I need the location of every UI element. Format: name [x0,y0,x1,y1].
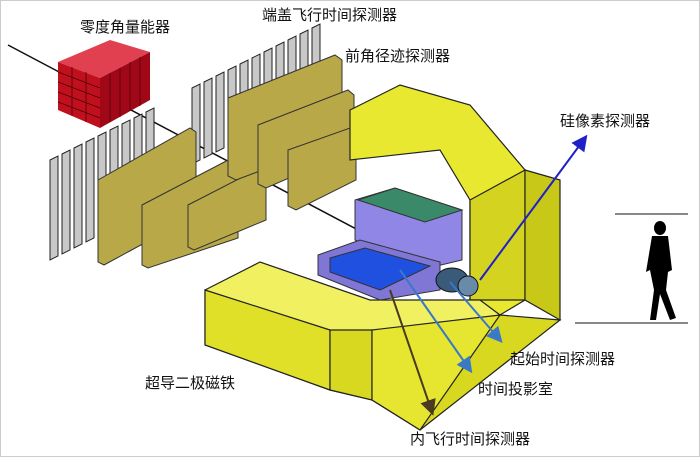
forward-tracker-plates [97,54,357,269]
human-scale-figure [575,213,688,324]
superconducting-dipole-magnet [204,84,562,431]
label-tpc: 时间投影室 [478,380,554,398]
endcap-tof-slats [49,23,321,261]
t0-arrow [449,281,503,344]
label-inner-tof: 内飞行时间探测器 [410,430,531,448]
label-magnet: 超导二极磁铁 [145,374,236,392]
tpc-arrow [399,269,473,374]
label-silicon-pixel: 硅像素探测器 [560,112,651,130]
label-start-time-detector: 起始时间探测器 [510,350,616,368]
label-zero-degree-calorimeter: 零度角量能器 [80,18,171,36]
zero-degree-calorimeter [57,40,150,128]
label-endcap-tof: 端盖飞行时间探测器 [262,6,398,24]
start-time-detector [435,267,479,297]
label-forward-tracker: 前角径迹探测器 [345,47,451,65]
pixel-arrow [479,134,588,281]
itof-arrow [389,289,436,416]
